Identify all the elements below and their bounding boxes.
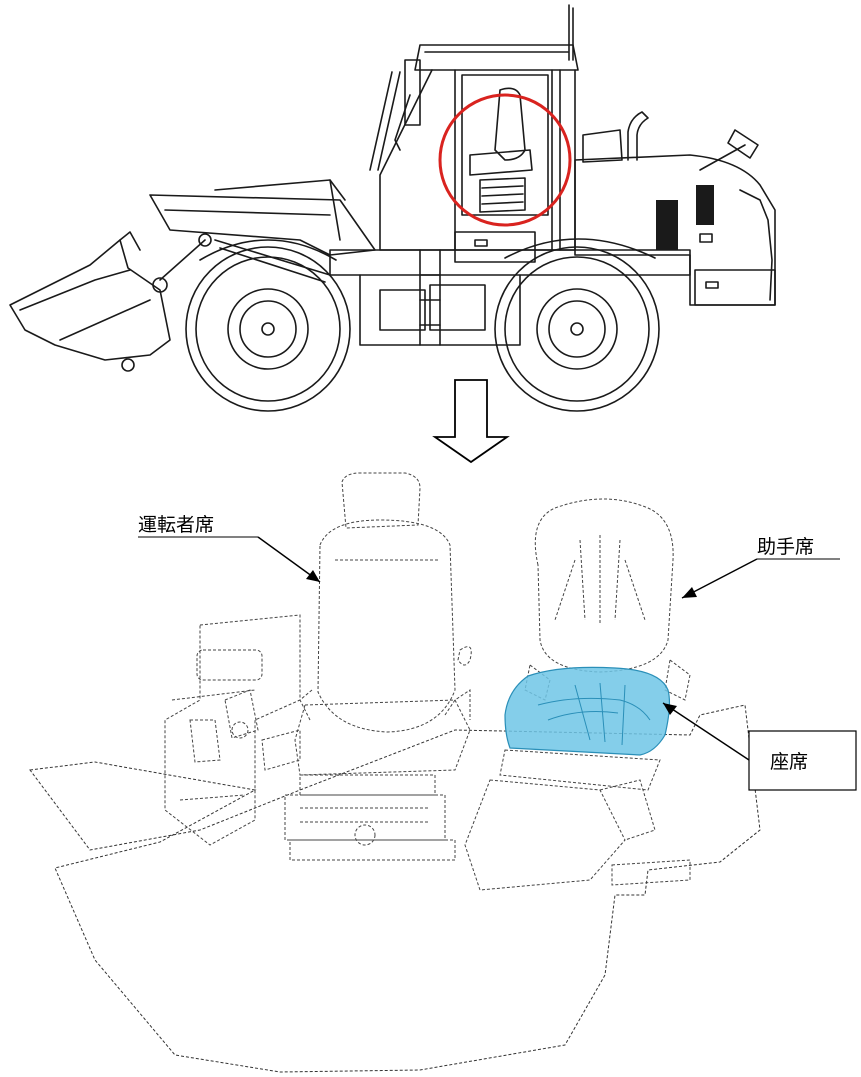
seat-cushion-highlight [504, 666, 671, 756]
label-seat: 座席 [770, 751, 808, 773]
label-driver-seat: 運転者席 [138, 514, 214, 536]
control-console [164, 614, 301, 846]
driver-seat [284, 472, 472, 861]
highlight-circle [438, 93, 572, 227]
cab-floor [29, 704, 761, 1073]
wheel-loader-illustration [9, 4, 776, 412]
arrowhead-driver-seat [306, 570, 320, 582]
arrowhead-passenger-seat [682, 587, 697, 598]
leader-seat [662, 702, 750, 761]
label-seat-box [748, 730, 857, 791]
label-passenger-seat: 助手席 [757, 536, 814, 558]
leader-passenger-seat [681, 558, 758, 599]
arrowhead-seat [663, 703, 677, 715]
down-arrow [432, 379, 510, 464]
